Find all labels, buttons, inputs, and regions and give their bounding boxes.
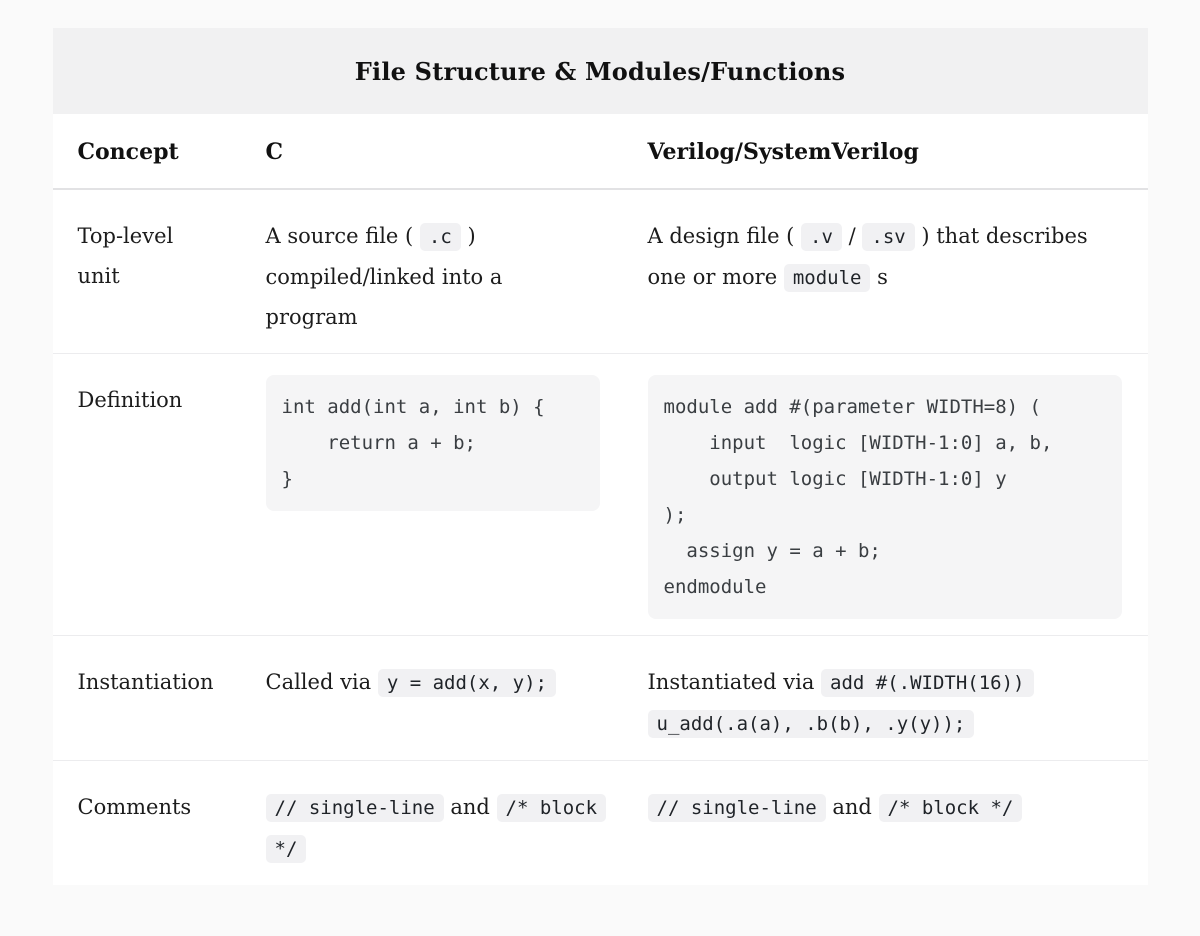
text-segment: s [870, 265, 888, 289]
c-cell: A source file ( .c ) compiled/linked int… [266, 190, 648, 353]
inline-code: .v [801, 223, 842, 251]
rich-text: module add #(parameter WIDTH=8) ( input … [647, 375, 1122, 619]
verilog-cell: A design file ( .v / .sv ) that describe… [648, 190, 1122, 353]
text-segment: and [825, 795, 879, 819]
inline-code: module [783, 264, 871, 292]
text-segment: / [841, 224, 863, 248]
verilog-cell: module add #(parameter WIDTH=8) ( input … [647, 354, 1122, 635]
verilog-cell: Instantiated via add #(.WIDTH(16)) u_add… [647, 636, 1122, 760]
text-segment: and [443, 795, 497, 819]
code-block: module add #(parameter WIDTH=8) ( input … [647, 375, 1122, 619]
inline-code: .c [419, 223, 461, 251]
text-segment: Called via [265, 670, 378, 694]
rich-text: // single-line and /* block */ [265, 794, 607, 863]
rich-text: Called via y = add(x, y); [265, 669, 556, 697]
text-segment: ) compiled/linked into a program [265, 224, 503, 329]
table-row-comments: Comments // single-line and /* block */ … [53, 761, 1148, 885]
inline-code: // single-line [647, 794, 826, 822]
inline-code: // single-line [265, 794, 444, 822]
concept-label: Top-level unit [77, 224, 174, 288]
column-header-c: C [265, 139, 284, 165]
verilog-cell: // single-line and /* block */ [647, 761, 1122, 885]
c-cell: Called via y = add(x, y); [266, 636, 648, 760]
table-header-row: Concept C Verilog/SystemVerilog [52, 114, 1148, 190]
rich-text: // single-line and /* block */ [647, 794, 1023, 822]
inline-code: .sv [862, 223, 915, 251]
c-cell: int add(int a, int b) { return a + b; } [265, 354, 648, 635]
rich-text: A source file ( .c ) compiled/linked int… [266, 216, 528, 337]
concept-label: Definition [77, 388, 183, 412]
text-segment: ) that describes one or more [647, 224, 1088, 289]
column-header-verilog: Verilog/SystemVerilog [647, 139, 919, 165]
concept-label: Instantiation [77, 670, 214, 694]
table-row-definition: Definition int add(int a, int b) { retur… [52, 354, 1148, 636]
comparison-table-panel: File Structure & Modules/Functions Conce… [52, 28, 1148, 885]
table-title: File Structure & Modules/Functions [354, 56, 846, 86]
c-cell: // single-line and /* block */ [265, 761, 648, 885]
inline-code: /* block */ [878, 794, 1023, 822]
rich-text: int add(int a, int b) { return a + b; } [265, 375, 600, 511]
text-segment: A source file ( [265, 224, 420, 248]
table-row-top-level-unit: Top-level unit A source file ( .c ) comp… [52, 190, 1148, 354]
text-segment: Instantiated via [647, 670, 822, 694]
table-title-bar: File Structure & Modules/Functions [52, 28, 1148, 114]
text-segment: A design file ( [647, 224, 802, 248]
rich-text: Instantiated via add #(.WIDTH(16)) u_add… [647, 669, 1034, 738]
table-row-instantiation: Instantiation Called via y = add(x, y); … [52, 636, 1148, 761]
inline-code: y = add(x, y); [377, 669, 556, 697]
rich-text: A design file ( .v / .sv ) that describe… [647, 223, 1088, 292]
code-block: int add(int a, int b) { return a + b; } [265, 375, 600, 511]
concept-label: Comments [77, 795, 192, 819]
column-header-concept: Concept [77, 139, 179, 165]
